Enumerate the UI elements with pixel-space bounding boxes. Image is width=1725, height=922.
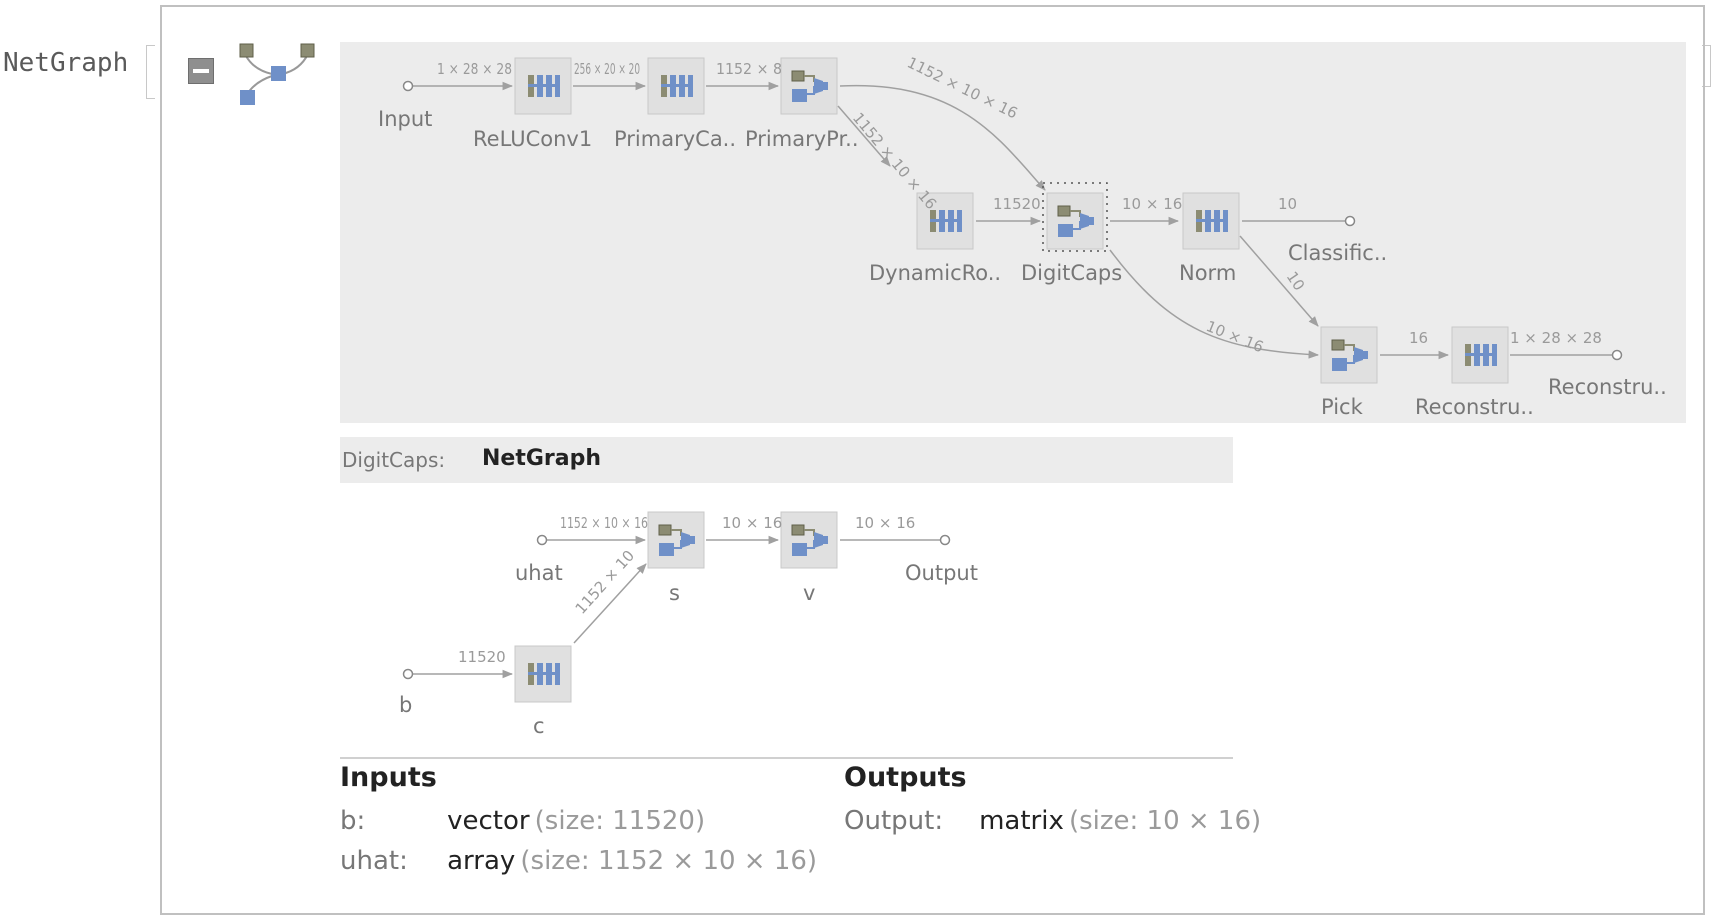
edge-dims-digit-norm: 10 × 16: [1122, 195, 1182, 213]
node-label-pick: Pick: [1321, 395, 1364, 419]
output-key: Output:: [844, 806, 944, 836]
sub-edge-dims-b-c: 11520: [458, 648, 506, 666]
outputs-title: Outputs: [844, 762, 967, 793]
sub-node-label-uhat: uhat: [515, 561, 563, 585]
input-type: vector: [447, 806, 530, 836]
edge-dims-digit-pick: 10 × 16: [1204, 317, 1267, 356]
edge-dims-pick-recon: 16: [1409, 329, 1428, 347]
node-label-norm: Norm: [1179, 261, 1236, 285]
node-label-digitcaps: DigitCaps: [1021, 261, 1122, 285]
collapse-button[interactable]: [188, 58, 214, 84]
node-label-primarypr: PrimaryPr..: [745, 127, 859, 151]
sub-edge-dims-v-out: 10 × 16: [855, 514, 915, 532]
sub-node-label-v: v: [803, 581, 815, 605]
sub-node-label-b: b: [399, 693, 412, 717]
sub-node-label-s: s: [669, 581, 680, 605]
subgraph-name: DigitCaps:: [342, 448, 446, 472]
input-detail: (size: 1152 × 10 × 16): [520, 846, 818, 876]
edge-dims-dyn-digit: 11520: [993, 195, 1041, 213]
input-detail: (size: 11520): [534, 806, 706, 836]
netgraph-label: NetGraph: [3, 48, 129, 78]
sub-edge-dims-uhat-s: 1152 × 10 × 16: [560, 514, 648, 532]
node-label-input: Input: [378, 107, 432, 131]
node-label-relu: ReLUConv1: [473, 127, 592, 151]
edge-dims-input-relu: 1 × 28 × 28: [437, 60, 512, 78]
inputs-title: Inputs: [340, 762, 437, 793]
subgraph-header: [340, 437, 1233, 483]
input-row: b: vector (size: 11520): [340, 806, 705, 836]
edge-dims-norm-class: 10: [1278, 195, 1297, 213]
edge-dims-recon-out: 1 × 28 × 28: [1510, 329, 1602, 347]
input-type: array: [447, 846, 516, 876]
subgraph-type: NetGraph: [482, 446, 602, 471]
digitcaps-selection-box: [1042, 182, 1108, 252]
sub-edge-dims-c-s: 1152 × 10: [572, 547, 638, 618]
io-divider: [340, 757, 1233, 759]
edge-dims-relu-prim: 256 × 20 × 20: [574, 60, 640, 78]
sub-edge-dims-s-v: 10 × 16: [722, 514, 782, 532]
output-detail: (size: 10 × 16): [1068, 806, 1262, 836]
sub-node-label-output: Output: [905, 561, 978, 585]
output-frame: [160, 5, 1705, 915]
left-bracket: [146, 45, 155, 99]
netgraph-thumbnail-icon: [239, 43, 315, 105]
node-label-classific: Classific..: [1288, 241, 1387, 265]
input-row: uhat: array (size: 1152 × 10 × 16): [340, 846, 817, 876]
output-type: matrix: [979, 806, 1064, 836]
input-key: b:: [340, 806, 366, 836]
sub-node-label-c: c: [533, 714, 545, 738]
node-label-reconstru-out: Reconstru..: [1548, 375, 1667, 399]
input-key: uhat:: [340, 846, 408, 876]
right-bracket: [1702, 45, 1711, 87]
node-label-reconstru-layer: Reconstru..: [1415, 395, 1534, 419]
edge-dims-prim-pp: 1152 × 8: [716, 60, 782, 78]
node-label-primarycaps: PrimaryCa..: [614, 127, 736, 151]
edge-dims-pp-dyn: 1152 × 10 × 16: [849, 109, 940, 213]
output-row: Output: matrix (size: 10 × 16): [844, 806, 1261, 836]
node-label-dynamic: DynamicRo..: [869, 261, 1001, 285]
